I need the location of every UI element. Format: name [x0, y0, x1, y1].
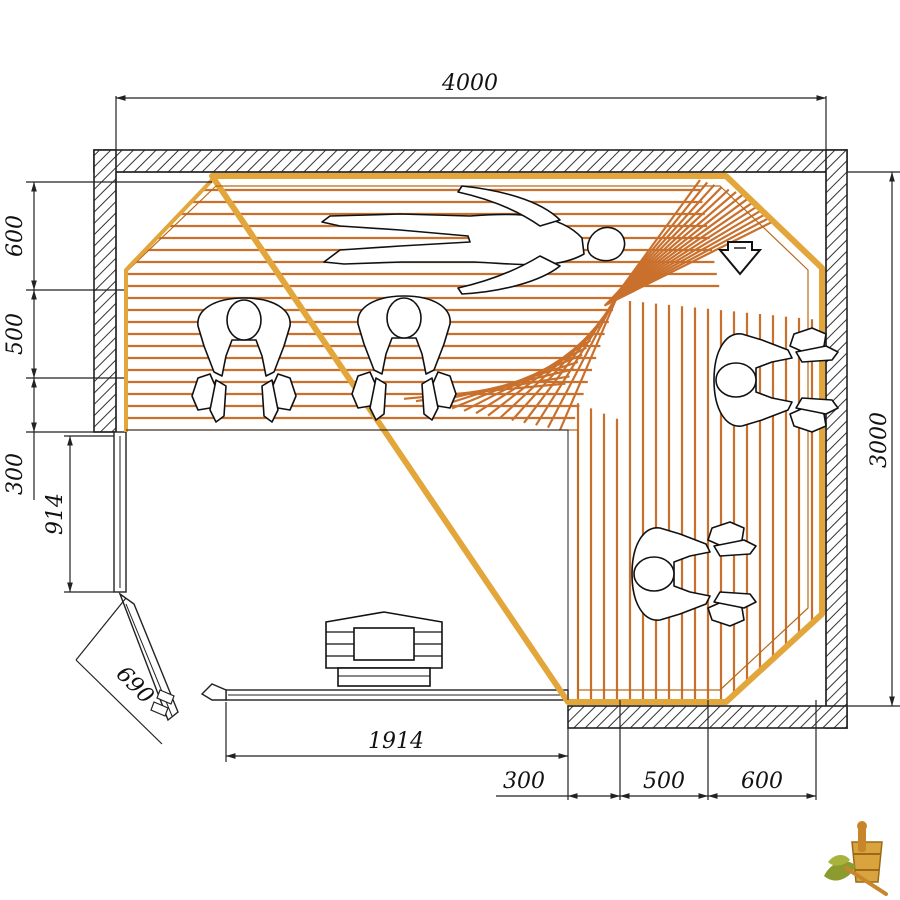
bench-slat	[558, 289, 622, 431]
person-sitting-icon	[191, 297, 297, 423]
person-sitting-icon	[713, 327, 839, 433]
door[interactable]	[118, 592, 179, 722]
dim-left-top: 600	[3, 215, 28, 257]
bench-outline	[209, 173, 825, 705]
dim-total-height: 3000	[867, 412, 892, 468]
bench-slat	[606, 205, 780, 305]
dim-left-middle: 500	[3, 313, 28, 355]
bench-slat	[607, 203, 773, 303]
bench-slat	[616, 184, 716, 294]
dim-door-height: 914	[43, 493, 68, 535]
bench-slat	[547, 296, 617, 429]
bench-slat	[608, 200, 766, 302]
dim-bottom-c: 600	[741, 769, 783, 794]
bench-slat	[614, 188, 730, 296]
bench-edge	[124, 176, 216, 432]
dim-bottom-a: 300	[503, 769, 545, 794]
bench-slat	[613, 191, 737, 297]
bench-edge-inner	[126, 429, 569, 700]
person-lying-icon	[321, 185, 626, 295]
dim-total-width: 4000	[441, 71, 498, 96]
vent-arrow-icon	[717, 241, 763, 276]
dim-front-width: 1914	[368, 729, 424, 754]
bench-slat	[609, 198, 759, 301]
bench-outline-inner	[125, 185, 809, 691]
walls	[93, 149, 848, 729]
bench-slat	[610, 195, 752, 300]
dim-bottom-b: 500	[643, 769, 685, 794]
person-sitting-icon	[631, 521, 757, 627]
dim-left-lower: 300	[3, 453, 28, 495]
bench-slat	[605, 207, 787, 306]
person-sitting-icon	[351, 295, 457, 421]
glass-front-wall	[113, 431, 569, 701]
dimension-lines	[26, 95, 900, 800]
bench-slat	[612, 193, 744, 299]
stove-heater-icon	[325, 611, 443, 687]
bucket-broom-logo-icon	[824, 821, 888, 896]
bench-slat	[615, 186, 723, 295]
